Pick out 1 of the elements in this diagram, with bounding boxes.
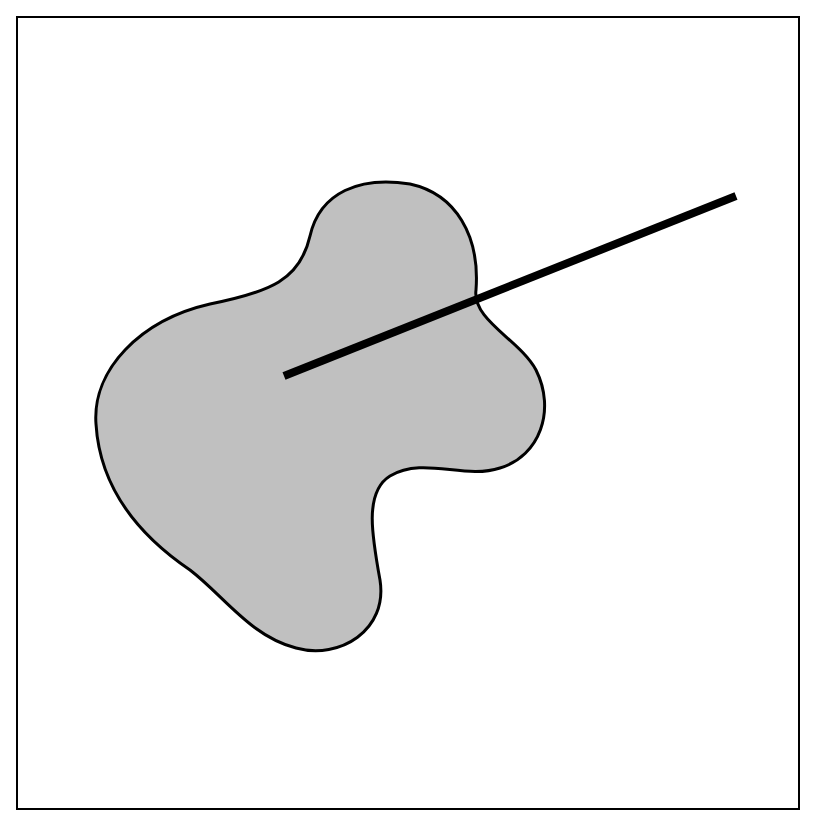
blob-with-rod-drawing bbox=[94, 180, 738, 653]
